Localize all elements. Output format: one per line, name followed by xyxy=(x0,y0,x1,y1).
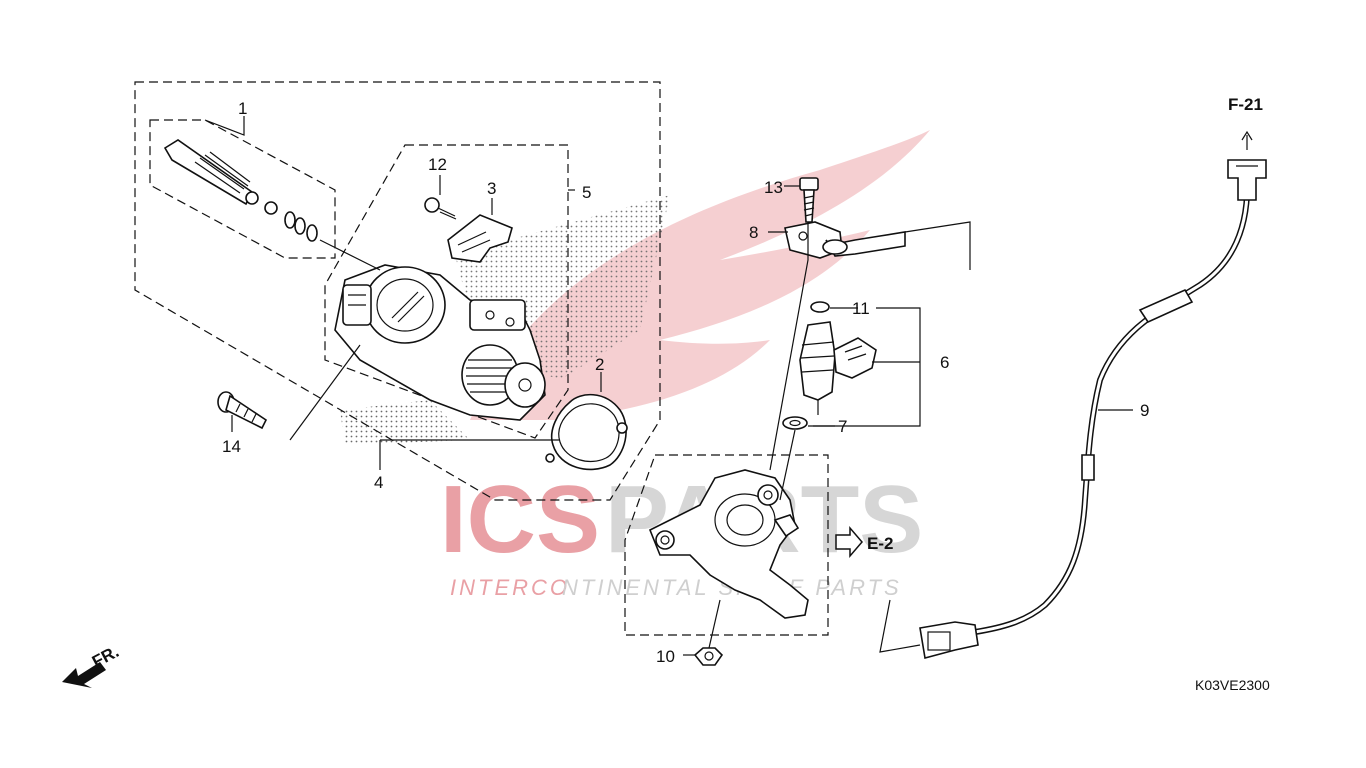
insulator-box xyxy=(624,454,829,636)
part-5-throttle-body[interactable] xyxy=(334,264,546,421)
callout-1[interactable]: 1 xyxy=(238,99,247,118)
watermark-brand-left: ICS xyxy=(440,466,600,573)
callout-7[interactable]: 7 xyxy=(838,417,847,436)
ref-f21[interactable]: F-21 xyxy=(1228,95,1263,114)
throttle-body-box xyxy=(324,144,569,439)
callout-10[interactable]: 10 xyxy=(656,647,675,666)
callout-5[interactable]: 5 xyxy=(582,183,591,202)
part-10-nut[interactable] xyxy=(693,647,724,666)
front-arrow-icon xyxy=(62,662,106,688)
leader-lines xyxy=(204,116,1253,656)
part-7-seal-ring[interactable] xyxy=(782,416,808,430)
callout-9[interactable]: 9 xyxy=(1140,401,1149,420)
watermark-tagline-accent: INTERCO xyxy=(450,575,570,600)
assembly-boxes xyxy=(134,81,829,636)
callout-2[interactable]: 2 xyxy=(595,355,604,374)
part-12-screw[interactable] xyxy=(424,197,457,220)
part-13-bolt[interactable] xyxy=(799,177,819,223)
callout-11[interactable]: 11 xyxy=(852,299,870,318)
part-3-bracket[interactable] xyxy=(447,214,513,263)
callout-4[interactable]: 4 xyxy=(374,473,383,492)
part-1-idle-valve[interactable] xyxy=(163,139,318,242)
ref-e2[interactable]: E-2 xyxy=(867,534,893,553)
diagram-code: K03VE2300 xyxy=(1195,677,1270,693)
callout-14[interactable]: 14 xyxy=(222,437,241,456)
idle-valve-box xyxy=(149,119,336,259)
callouts: 1 2 3 4 5 6 7 8 9 10 11 12 13 14 xyxy=(222,99,1149,666)
part-11-o-ring[interactable] xyxy=(810,301,830,313)
ref-e2-arrow xyxy=(835,525,863,559)
callout-6[interactable]: 6 xyxy=(940,353,949,372)
callout-3[interactable]: 3 xyxy=(487,179,496,198)
main-assembly-box xyxy=(134,81,661,501)
part-2-gasket[interactable] xyxy=(545,393,628,471)
callout-12[interactable]: 12 xyxy=(428,155,447,174)
part-14-bolt[interactable] xyxy=(217,391,268,430)
part-9-cable[interactable] xyxy=(919,159,1267,659)
part-6-injector[interactable] xyxy=(799,321,877,401)
part-4-insulator[interactable] xyxy=(648,469,809,619)
callout-8[interactable]: 8 xyxy=(749,223,758,242)
part-8-fuel-joint[interactable] xyxy=(784,221,906,259)
callout-13[interactable]: 13 xyxy=(764,178,783,197)
